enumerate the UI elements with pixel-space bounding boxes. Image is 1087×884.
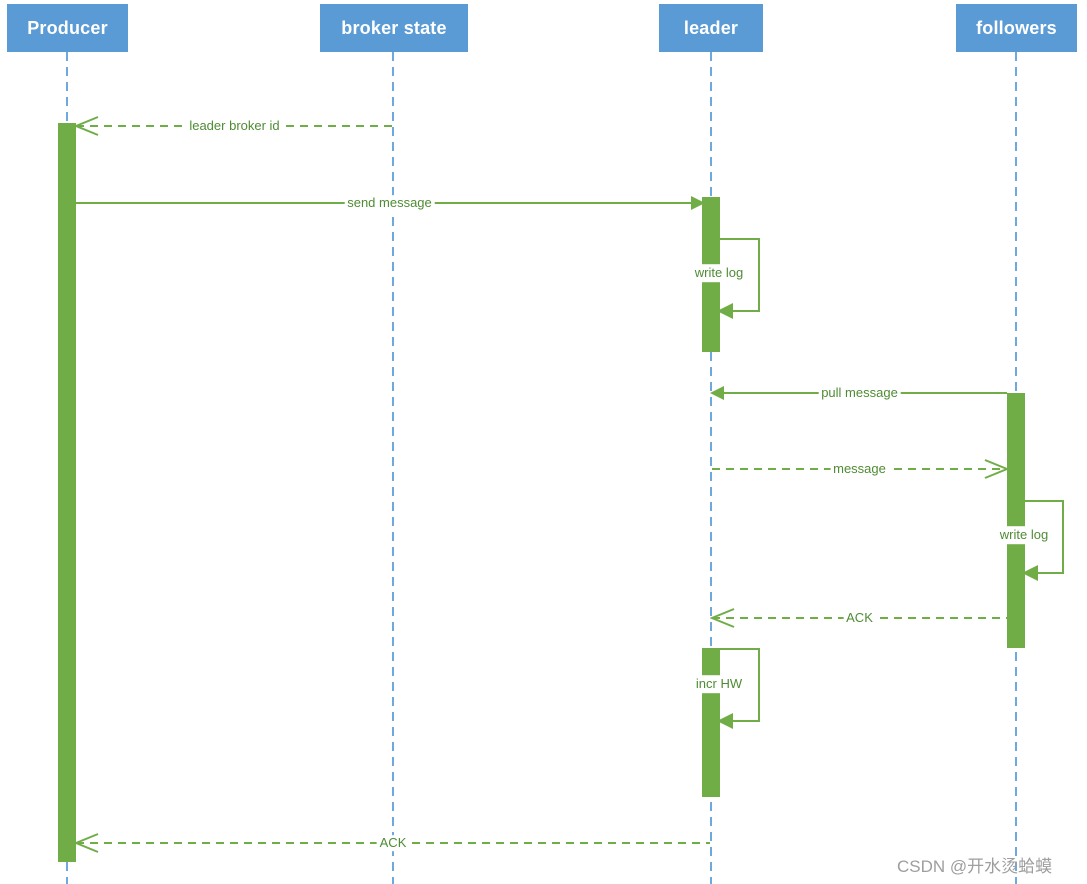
open-arrowhead-icon [710, 608, 735, 628]
message-label: leader broker id [186, 118, 283, 134]
arrowhead-icon [1022, 565, 1038, 581]
selfloop-followers-write-log [1022, 500, 1064, 581]
message-label: send message [344, 195, 435, 211]
message-label: ACK [376, 835, 410, 851]
participant-followers: followers [956, 4, 1077, 52]
filled-arrowhead-icon [710, 386, 724, 400]
self-message-label: incr HW [692, 675, 746, 693]
message-label: message [830, 461, 889, 477]
self-message-label: write log [996, 526, 1052, 544]
activation-leader-2 [702, 648, 720, 797]
message-ack-followers: ACK [710, 608, 1007, 628]
lifeline-broker-state [392, 52, 394, 884]
arrowhead-icon [717, 713, 733, 729]
csdn-watermark: CSDN @开水烫蛤蟆 [897, 857, 1053, 876]
message-leader-broker-id: leader broker id [74, 116, 393, 136]
message-pull-message: pull message [710, 385, 1007, 401]
open-arrowhead-icon [74, 116, 99, 136]
filled-arrowhead-icon [691, 196, 705, 210]
participant-producer: Producer [7, 4, 128, 52]
participant-leader: leader [659, 4, 763, 52]
activation-producer [58, 123, 76, 862]
selfloop-leader-write-log [717, 238, 760, 319]
message-label: pull message [818, 385, 901, 401]
activation-followers [1007, 393, 1025, 648]
open-arrowhead-icon [984, 459, 1009, 479]
self-message-label: write log [691, 264, 747, 282]
arrowhead-icon [717, 303, 733, 319]
open-arrowhead-icon [74, 833, 99, 853]
lifeline-leader [710, 52, 712, 884]
participant-broker-state: broker state [320, 4, 468, 52]
message-label: ACK [843, 610, 876, 626]
message-send-message: send message [76, 195, 705, 211]
selfloop-leader-incr-hw [717, 648, 760, 729]
message-ack-leader: ACK [74, 833, 710, 853]
message-message: message [712, 459, 1009, 479]
